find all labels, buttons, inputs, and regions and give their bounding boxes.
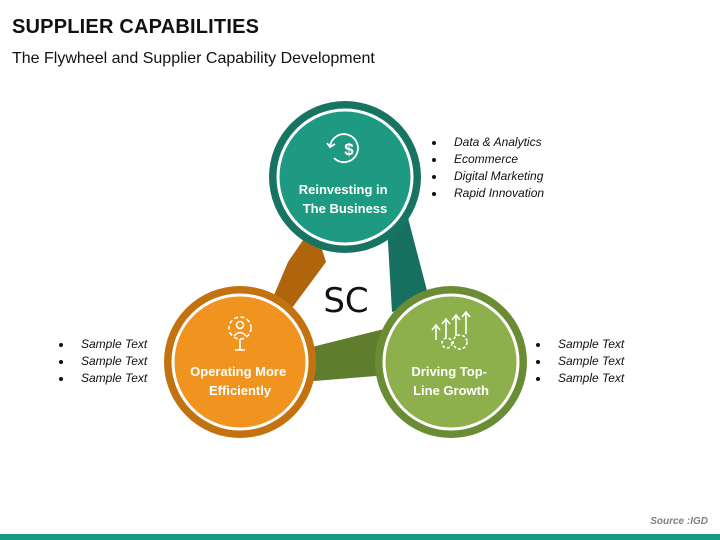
connector-orange-to-teal — [266, 224, 326, 314]
page-subtitle: The Flywheel and Supplier Capability Dev… — [12, 50, 375, 67]
center-label: SC — [323, 281, 368, 321]
page-title: SUPPLIER CAPABILITIES — [12, 16, 260, 38]
svg-text:$: $ — [344, 140, 354, 159]
bullets-driving: Sample Text Sample Text Sample Text — [534, 336, 624, 387]
node-reinvesting-label-line2: The Business — [303, 201, 388, 216]
bullet-item: Sample Text — [57, 370, 147, 387]
bullet-item: Sample Text — [57, 353, 147, 370]
svg-text:Reinvesting in The Busin: Reinvesting in The Business — [299, 182, 391, 216]
growth-arrows-gears-icon — [431, 310, 471, 350]
node-driving-label-line1: Driving Top- — [411, 364, 487, 379]
node-operating: Operating More Efficiently — [164, 286, 316, 438]
node-operating-label-line2: Efficiently — [209, 383, 272, 398]
bullets-reinvesting: Data & Analytics Ecommerce Digital Marke… — [430, 134, 544, 202]
node-driving-inner — [382, 293, 520, 431]
bullet-item: Ecommerce — [430, 151, 544, 168]
dollar-cycle-icon: $ — [326, 133, 359, 164]
footer-bar — [0, 534, 720, 540]
gear-person-icon — [228, 316, 252, 351]
node-operating-label-line1: Operating More — [190, 364, 286, 379]
bullet-item: Sample Text — [534, 370, 624, 387]
node-reinvesting: $ Reinvesting in The Business — [269, 101, 421, 253]
bullets-operating: Sample Text Sample Text Sample Text — [57, 336, 147, 387]
node-driving: Driving Top- Line Growth — [375, 286, 527, 438]
node-reinvesting-label-line1: Reinvesting in — [299, 182, 388, 197]
node-driving-label-line2: Line Growth — [413, 383, 489, 398]
source-note: Source :IGD — [650, 516, 708, 527]
node-reinvesting-inner — [276, 108, 414, 246]
bullet-item: Sample Text — [57, 336, 147, 353]
svg-text:Operating More Efficient: Operating More Efficiently — [190, 364, 290, 398]
bullet-item: Digital Marketing — [430, 168, 544, 185]
node-operating-inner — [171, 293, 309, 431]
bullet-item: Sample Text — [534, 336, 624, 353]
bullet-item: Rapid Innovation — [430, 185, 544, 202]
bullet-item: Data & Analytics — [430, 134, 544, 151]
connector-green-to-orange — [300, 326, 400, 382]
bullet-item: Sample Text — [534, 353, 624, 370]
svg-text:Driving Top- Line Growth: Driving Top- Line Growth — [411, 364, 490, 398]
